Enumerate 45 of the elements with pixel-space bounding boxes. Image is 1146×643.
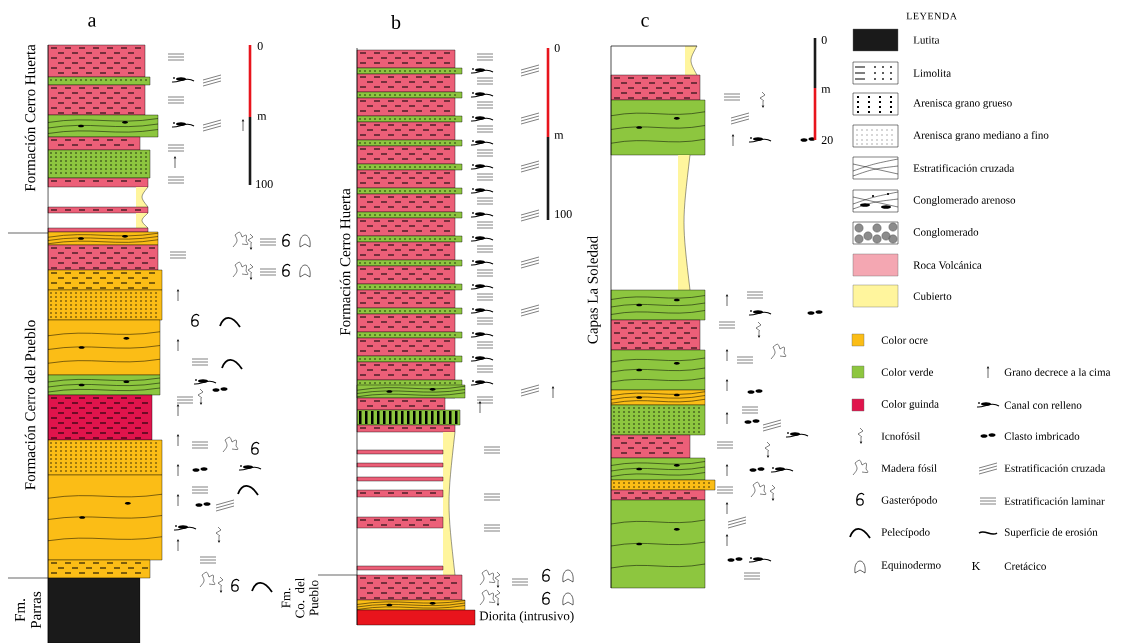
- legend-label: Conglomerado arenoso: [913, 196, 1016, 206]
- legend-label: Grano decrece a la cima: [1004, 368, 1111, 376]
- legend-label: Superficie de erosión: [1004, 527, 1098, 539]
- legend-label: Equinodermo: [881, 561, 941, 571]
- scale-label: m: [821, 87, 831, 93]
- scale-label: 20: [821, 135, 833, 145]
- scale-label: 100: [555, 209, 572, 219]
- legend-label: Conglomerado: [913, 228, 979, 238]
- rock-label: Diorita (intrusivo): [479, 611, 574, 623]
- legend-label: Gasterópodo: [881, 496, 937, 506]
- formation-label: Fm. Co. del Pueblo: [281, 577, 319, 618]
- legend-label: Limolita: [913, 69, 951, 77]
- scale-label: m: [554, 133, 564, 139]
- legend-label: Icnofósil: [881, 432, 921, 440]
- column-letter: b: [391, 14, 401, 30]
- legend-label: Color ocre: [881, 336, 928, 344]
- legend-label: Arenisca grano grueso: [913, 99, 1012, 109]
- scale-label: 100: [256, 179, 273, 189]
- formation-label: Capas La Soledad: [587, 236, 601, 344]
- legend-label: Color verde: [881, 368, 934, 376]
- legend-label: Cubierto: [913, 292, 952, 300]
- legend-label: Color guinda: [881, 400, 939, 410]
- legend-label: Estratificación cruzada: [913, 164, 1015, 172]
- scale-label: 0: [821, 35, 827, 45]
- legend-label: Madera fósil: [881, 464, 937, 472]
- scale-label: m: [257, 114, 267, 120]
- formation-label: Formación Cerro Huerta: [339, 188, 351, 336]
- legend-label: Pelecípodo: [881, 528, 930, 538]
- scale-label: 0: [554, 43, 560, 53]
- legend-letter: K: [972, 562, 981, 570]
- legend-label: Lutita: [913, 36, 940, 44]
- legend-label: Roca Volcánica: [913, 261, 982, 269]
- legend-label: Estratificación cruzada: [1004, 464, 1106, 472]
- legend-label: Canal con relleno: [1004, 401, 1082, 409]
- legend-label: Estratificación laminar: [1004, 497, 1105, 505]
- legend-label: Clasto imbricado: [1004, 432, 1080, 440]
- legend-title: LEYENDA: [906, 12, 957, 20]
- formation-label: Fm. Parras: [15, 591, 41, 629]
- formation-label: Formación Cerro Huerta: [24, 44, 36, 192]
- legend-label: Cretácico: [1004, 562, 1046, 570]
- column-letter: c: [641, 17, 649, 27]
- legend-label: Arenisca grano mediano a fino: [913, 130, 1049, 142]
- formation-label: Formación Cerro del Pueblo: [24, 320, 36, 490]
- scale-label: 0: [257, 41, 263, 51]
- column-letter: a: [88, 17, 97, 27]
